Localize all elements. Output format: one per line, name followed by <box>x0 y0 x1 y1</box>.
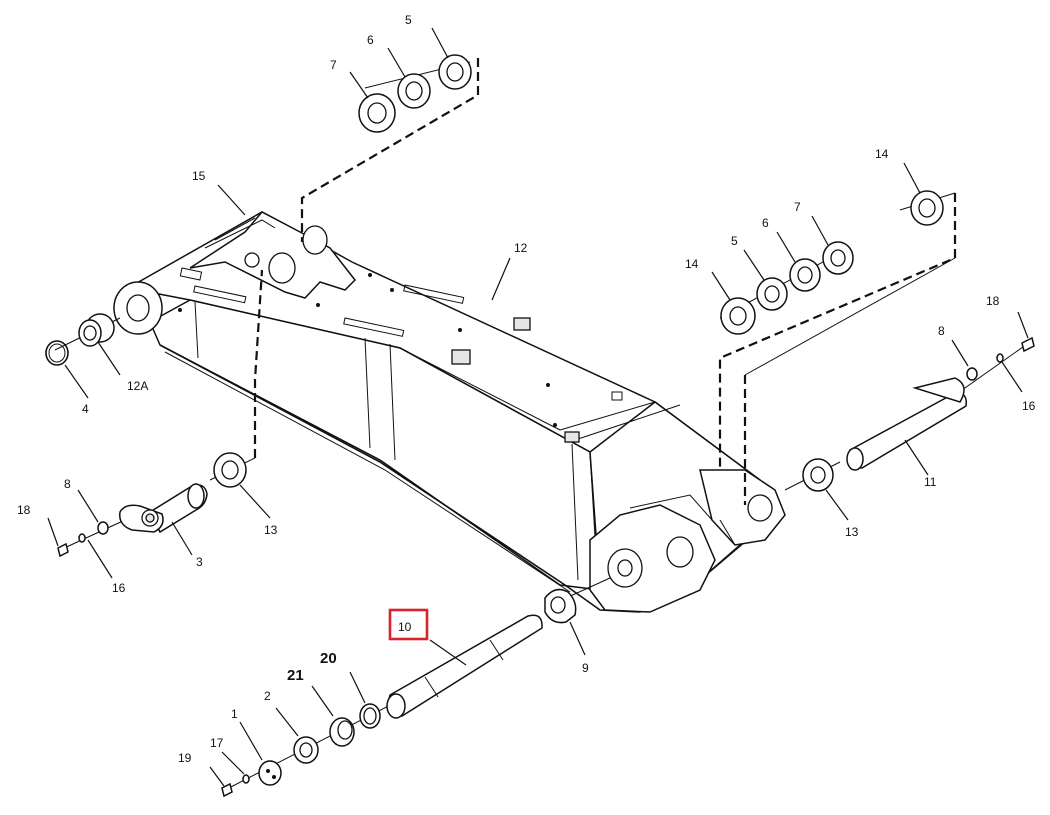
washer-8-left <box>97 521 109 535</box>
callout-7: 7 <box>794 200 801 214</box>
washer-8-right <box>966 367 978 381</box>
callout-18: 18 <box>986 294 1000 308</box>
callout-19: 19 <box>178 751 192 765</box>
shim-stack-upper <box>358 54 472 133</box>
callout-17: 17 <box>210 736 224 750</box>
callout-5: 5 <box>405 13 412 27</box>
pin-10-group <box>221 588 577 798</box>
callout-14: 14 <box>685 257 699 271</box>
callout-13: 13 <box>264 523 278 537</box>
callout-5: 5 <box>731 234 738 248</box>
washer-17 <box>242 774 250 784</box>
cylinder-bracket <box>189 211 356 299</box>
callout-15: 15 <box>192 169 206 183</box>
callout-7: 7 <box>330 58 337 72</box>
leader-lines <box>47 27 1029 787</box>
bolt-18-left <box>57 542 69 558</box>
foot-pin-parts <box>45 313 115 366</box>
plate-1 <box>258 760 282 786</box>
boom-nose-ears <box>699 469 786 546</box>
callout-12a: 12A <box>127 379 148 393</box>
bolt-19 <box>221 782 233 798</box>
callout-14: 14 <box>875 147 889 161</box>
callout-16: 16 <box>112 581 126 595</box>
callout-8: 8 <box>64 477 71 491</box>
callout-10: 10 <box>398 620 412 634</box>
pin-11-group <box>802 336 1035 492</box>
callout-3: 3 <box>196 555 203 569</box>
callout-21: 21 <box>287 667 304 684</box>
callout-20: 20 <box>320 650 337 667</box>
lockwasher-16-right <box>996 353 1004 363</box>
callout-13: 13 <box>845 525 859 539</box>
callout-6: 6 <box>762 216 769 230</box>
boom-assembly <box>113 211 786 613</box>
callout-2: 2 <box>264 689 271 703</box>
snap-ring-4 <box>45 340 69 366</box>
pin-10 <box>387 614 543 717</box>
callout-11: 11 <box>924 475 937 489</box>
shim-stack-right <box>720 190 944 335</box>
lockwasher-16-left <box>78 533 86 543</box>
pin-3-group <box>57 452 247 558</box>
bolt-18-right <box>1021 336 1035 353</box>
callout-labels: 5 6 7 15 12 14 7 6 5 14 18 8 16 11 13 9 … <box>17 13 1036 765</box>
callout-1: 1 <box>231 707 238 721</box>
callout-8: 8 <box>938 324 945 338</box>
callout-18: 18 <box>17 503 31 517</box>
callout-16: 16 <box>1022 399 1036 413</box>
callout-4: 4 <box>82 402 89 416</box>
callout-9: 9 <box>582 661 589 675</box>
callout-12: 12 <box>514 241 528 255</box>
boom-side-plate <box>149 299 601 591</box>
callout-6: 6 <box>367 33 374 47</box>
pin-11 <box>848 392 968 469</box>
callout-10-highlight-box <box>388 608 429 641</box>
